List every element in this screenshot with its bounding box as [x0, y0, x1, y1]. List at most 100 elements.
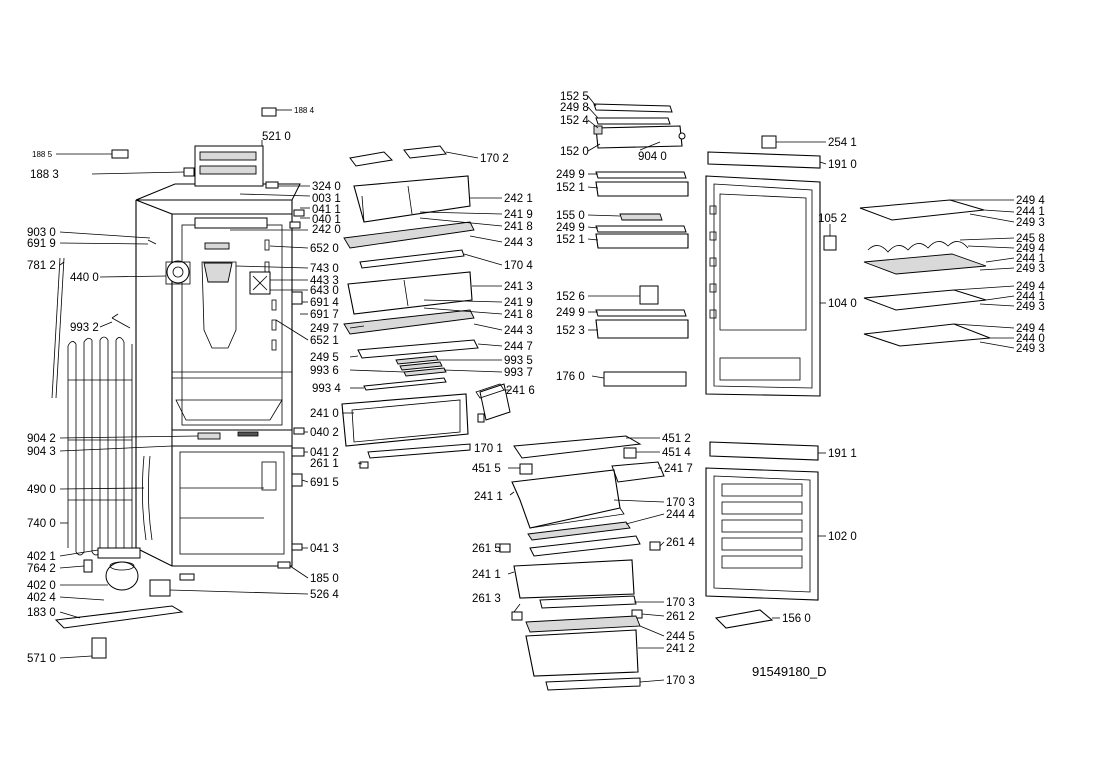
callout-249-9-c: 249 9 — [556, 307, 585, 319]
callout-740-0: 740 0 — [27, 518, 56, 530]
glass-shelves — [859, 199, 991, 347]
callout-041-2: 041 2 — [310, 447, 339, 459]
callout-249-9-a: 249 9 — [556, 169, 585, 181]
callout-261-3: 261 3 — [472, 593, 501, 605]
callout-156-0: 156 0 — [782, 613, 811, 625]
callout-402-0: 402 0 — [27, 580, 56, 592]
callout-324-0: 324 0 — [312, 181, 341, 193]
callout-245-8: 245 8 — [1016, 233, 1045, 245]
callout-521-0: 521 0 — [262, 131, 291, 143]
callout-571-0: 571 0 — [27, 653, 56, 665]
callout-244-1-a: 244 1 — [1016, 206, 1045, 218]
door-shelves — [593, 103, 689, 387]
callout-249-4-c: 249 4 — [1016, 281, 1045, 293]
callout-244-3-a: 244 3 — [504, 237, 533, 249]
callout-254-1: 254 1 — [828, 137, 857, 149]
callout-490-0: 490 0 — [27, 484, 56, 496]
callout-249-9-b: 249 9 — [556, 222, 585, 234]
callout-993-6: 993 6 — [310, 365, 339, 377]
callout-170-3-c: 170 3 — [666, 675, 695, 687]
callout-003-1: 003 1 — [312, 193, 341, 205]
doors — [705, 135, 837, 629]
callout-242-0: 242 0 — [312, 224, 341, 236]
callout-labels: 188 4 521 0 188 5 188 3 324 0 003 1 041 … — [27, 91, 1045, 687]
callout-155-0: 155 0 — [556, 210, 585, 222]
callout-249-7: 249 7 — [310, 323, 339, 335]
callout-691-7: 691 7 — [310, 309, 339, 321]
callout-152-1-b: 152 1 — [556, 234, 585, 246]
callout-451-2: 451 2 — [662, 433, 691, 445]
callout-244-0: 244 0 — [1016, 333, 1045, 345]
callout-152-3: 152 3 — [556, 325, 585, 337]
callout-241-9-b: 241 9 — [504, 297, 533, 309]
callout-170-4: 170 4 — [504, 260, 533, 272]
callout-152-5: 152 5 — [560, 91, 589, 103]
callout-249-4-a: 249 4 — [1016, 195, 1045, 207]
callout-170-2: 170 2 — [480, 153, 509, 165]
callout-903-0: 903 0 — [27, 227, 56, 239]
callout-526-4: 526 4 — [310, 589, 339, 601]
callout-040-1: 040 1 — [312, 214, 341, 226]
callout-170-3-a: 170 3 — [666, 497, 695, 509]
callout-249-5: 249 5 — [310, 352, 339, 364]
callout-261-2: 261 2 — [666, 611, 695, 623]
callout-242-1: 242 1 — [504, 193, 533, 205]
callout-691-9: 691 9 — [27, 238, 56, 250]
callout-244-7: 244 7 — [504, 341, 533, 353]
callout-104-0: 104 0 — [828, 298, 857, 310]
callout-691-4: 691 4 — [310, 297, 339, 309]
callout-443-3: 443 3 — [310, 275, 339, 287]
callout-241-1-a: 241 1 — [474, 491, 503, 503]
callout-191-0: 191 0 — [828, 159, 857, 171]
callout-188-5: 188 5 — [32, 150, 53, 159]
callout-241-2: 241 2 — [666, 643, 695, 655]
callout-249-8: 249 8 — [560, 102, 589, 114]
callout-261-5: 261 5 — [472, 543, 501, 555]
callout-249-3-b: 249 3 — [1016, 263, 1045, 275]
callout-249-3-a: 249 3 — [1016, 217, 1045, 229]
callout-691-5: 691 5 — [310, 477, 339, 489]
callout-993-2: 993 2 — [70, 322, 99, 334]
callout-152-0: 152 0 — [560, 146, 589, 158]
cabinet-assembly — [51, 107, 305, 659]
callout-241-8-b: 241 8 — [504, 309, 533, 321]
callout-152-1-a: 152 1 — [556, 182, 585, 194]
callout-241-6: 241 6 — [506, 385, 535, 397]
callout-170-3-b: 170 3 — [666, 597, 695, 609]
callout-041-3: 041 3 — [310, 543, 339, 555]
callout-183-0: 183 0 — [27, 607, 56, 619]
callout-185-0: 185 0 — [310, 573, 339, 585]
callout-241-1-b: 241 1 — [472, 569, 501, 581]
callout-244-1-b: 244 1 — [1016, 253, 1045, 265]
callout-241-3: 241 3 — [504, 281, 533, 293]
callout-241-9-a: 241 9 — [504, 209, 533, 221]
fridge-shelves-drawers — [341, 145, 511, 469]
callout-188-4: 188 4 — [294, 106, 315, 115]
callout-764-2: 764 2 — [27, 563, 56, 575]
callout-904-0: 904 0 — [638, 151, 667, 163]
callout-451-4: 451 4 — [662, 447, 691, 459]
callout-652-1: 652 1 — [310, 335, 339, 347]
callout-241-8-a: 241 8 — [504, 221, 533, 233]
callout-993-5: 993 5 — [504, 355, 533, 367]
callout-402-4: 402 4 — [27, 592, 56, 604]
callout-261-1: 261 1 — [310, 458, 339, 470]
callout-041-1: 041 1 — [312, 204, 341, 216]
callout-993-4: 993 4 — [312, 383, 341, 395]
callout-652-0: 652 0 — [310, 243, 339, 255]
callout-781-2: 781 2 — [27, 260, 56, 272]
callout-244-4: 244 4 — [666, 509, 695, 521]
callout-102-0: 102 0 — [828, 531, 857, 543]
callout-904-2: 904 2 — [27, 433, 56, 445]
callout-188-3: 188 3 — [30, 169, 59, 181]
callout-191-1: 191 1 — [828, 448, 857, 460]
callout-040-2: 040 2 — [310, 427, 339, 439]
callout-152-4: 152 4 — [560, 115, 589, 127]
callout-743-0: 743 0 — [310, 263, 339, 275]
callout-152-6: 152 6 — [556, 291, 585, 303]
callout-249-4-d: 249 4 — [1016, 323, 1045, 335]
callout-993-7: 993 7 — [504, 367, 533, 379]
callout-244-5: 244 5 — [666, 631, 695, 643]
drawing-code: 91549180_D — [752, 664, 826, 679]
callout-249-3-d: 249 3 — [1016, 343, 1045, 355]
